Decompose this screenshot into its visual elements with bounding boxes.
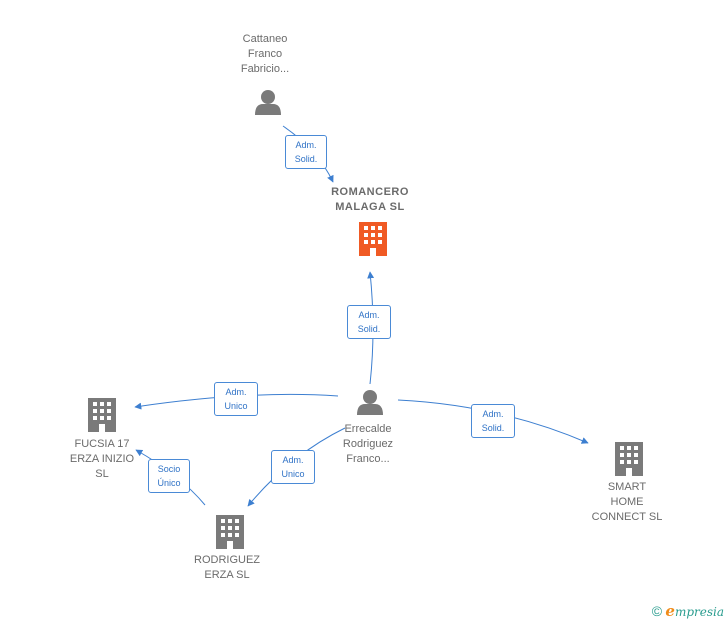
person-icon[interactable]	[255, 90, 281, 115]
edge-label-errecalde-rodriguez: Adm. Unico	[271, 450, 315, 484]
node-label-smart-home[interactable]: SMART HOME CONNECT SL	[591, 481, 663, 523]
building-icon[interactable]	[615, 442, 643, 476]
edge-label-errecalde-fucsia: Adm. Unico	[214, 382, 258, 416]
brand-name: mpresia	[674, 605, 724, 619]
node-label-romancero[interactable]: ROMANCERO MALAGA SL	[331, 186, 409, 213]
building-icon[interactable]	[216, 515, 244, 549]
building-icon[interactable]	[88, 398, 116, 432]
edge-label-cattaneo-romancero: Adm. Solid.	[285, 135, 327, 169]
node-label-errecalde[interactable]: Errecalde Rodriguez Franco...	[342, 423, 394, 465]
person-icon[interactable]	[357, 390, 383, 415]
node-label-cattaneo[interactable]: Cattaneo Franco Fabricio...	[240, 33, 290, 75]
edge-label-errecalde-romancero: Adm. Solid.	[347, 305, 391, 339]
node-label-rodriguez-erza[interactable]: RODRIGUEZ ERZA SL	[194, 554, 260, 581]
building-icon[interactable]	[359, 222, 387, 256]
edge-label-errecalde-smart: Adm. Solid.	[471, 404, 515, 438]
node-label-fucsia[interactable]: FUCSIA 17 ERZA INIZIO SL	[69, 438, 135, 480]
edge-label-rodriguez-fucsia: Socio Único	[148, 459, 190, 493]
brand-footer[interactable]: © empresia	[652, 602, 724, 620]
copyright-icon: ©	[651, 603, 663, 619]
brand-logo-letter: e	[665, 602, 675, 620]
